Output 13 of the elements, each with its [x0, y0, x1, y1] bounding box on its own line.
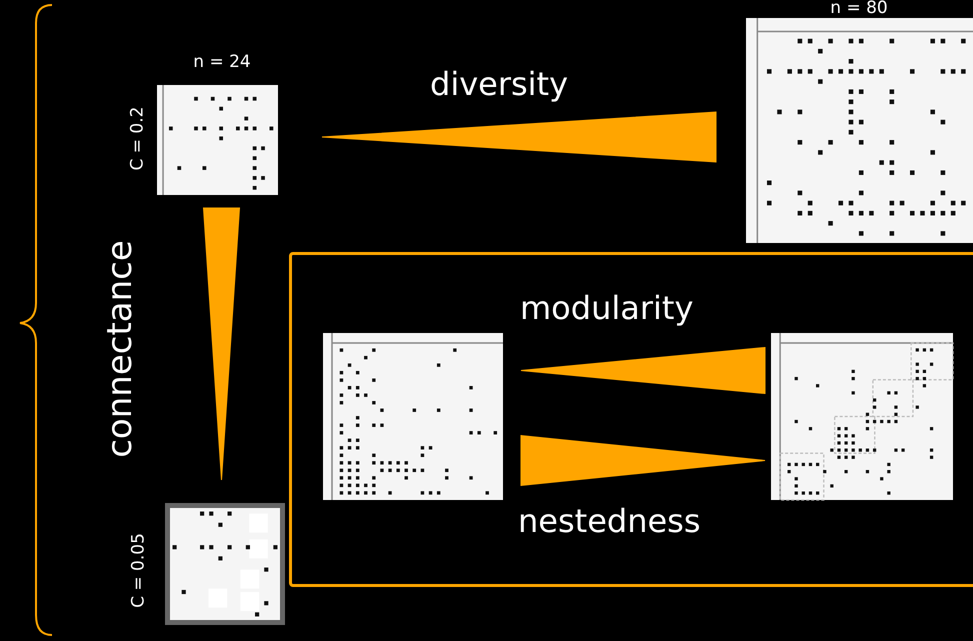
axis-label: connectance [103, 239, 137, 460]
wedge-arrow [322, 111, 716, 163]
wedge-arrow [520, 346, 766, 394]
axis-label: C = 0.05 [130, 532, 148, 610]
group-frame [289, 252, 973, 587]
edge-label: diversity [430, 68, 568, 100]
edge-label: modularity [520, 292, 694, 324]
wedge-arrow [520, 434, 766, 486]
heading-label: n = 24 [192, 54, 252, 71]
edge-label: nestedness [518, 505, 700, 537]
wedge-arrow [202, 208, 240, 480]
heading-label: n = 80 [829, 0, 889, 17]
axis-label: C = 0.2 [130, 106, 146, 172]
